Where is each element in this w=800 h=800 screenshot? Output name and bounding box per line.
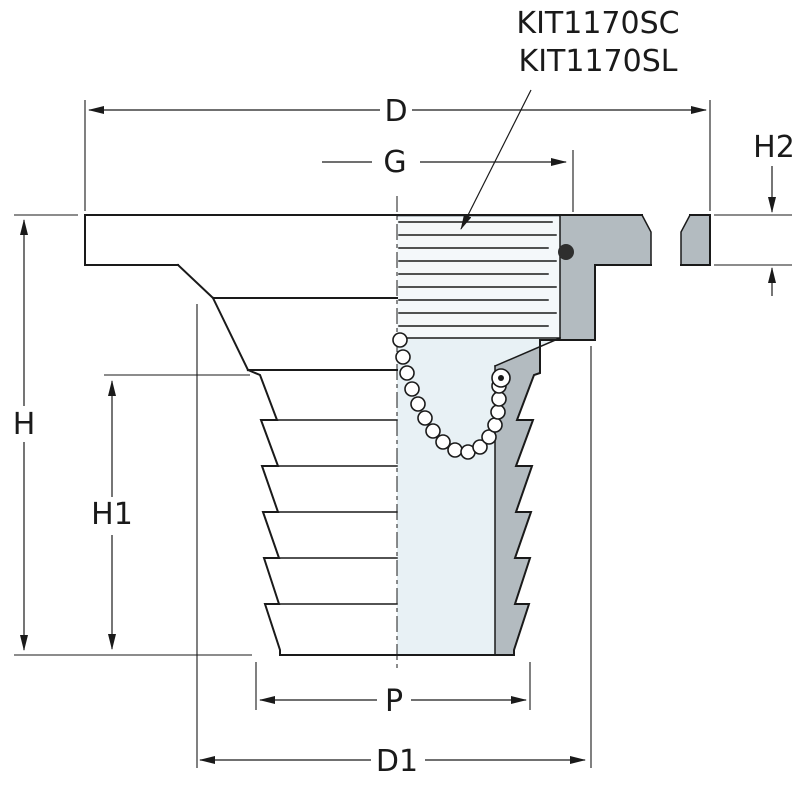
dim-label-d1: D1 [376, 744, 418, 779]
bore-funnel-edge [494, 337, 561, 367]
kit-leader-line [460, 89, 532, 230]
left-chamfer [176, 263, 398, 299]
section-outer-wall [513, 264, 596, 656]
dim-label-h2: H2 [753, 130, 795, 165]
dimension-p: P [259, 684, 527, 719]
dim-label-h: H [13, 407, 36, 442]
kit-label-line1: KIT1170SC [516, 6, 679, 41]
dimension-d1: D1 [199, 744, 586, 779]
dimension-h: H [13, 219, 36, 651]
barb-rings-left [260, 419, 398, 605]
flange-hole-fill [642, 215, 690, 265]
dimensions: D G H2 H H1 P [13, 94, 795, 779]
kit-callout: KIT1170SC KIT1170SL [460, 6, 680, 230]
left-cone-edge [211, 296, 250, 372]
dimension-h2: H2 [753, 130, 795, 296]
flange-hole-outline [640, 213, 692, 266]
chain-anchor-pin [498, 375, 504, 381]
dim-label-d: D [384, 94, 407, 129]
dim-label-h1: H1 [91, 497, 133, 532]
kit-label-line2: KIT1170SL [519, 44, 678, 79]
o-ring [558, 244, 574, 260]
bore-fill [397, 338, 560, 655]
extension-lines [14, 100, 792, 768]
thread-lines [398, 221, 557, 327]
dim-label-p: P [385, 684, 403, 719]
part-outlines [84, 213, 711, 656]
dimension-g: G [322, 145, 567, 180]
dimension-h1: H1 [91, 380, 133, 650]
dim-label-g: G [383, 145, 406, 180]
dimension-d: D [88, 94, 707, 129]
cap-chain [392, 332, 511, 460]
